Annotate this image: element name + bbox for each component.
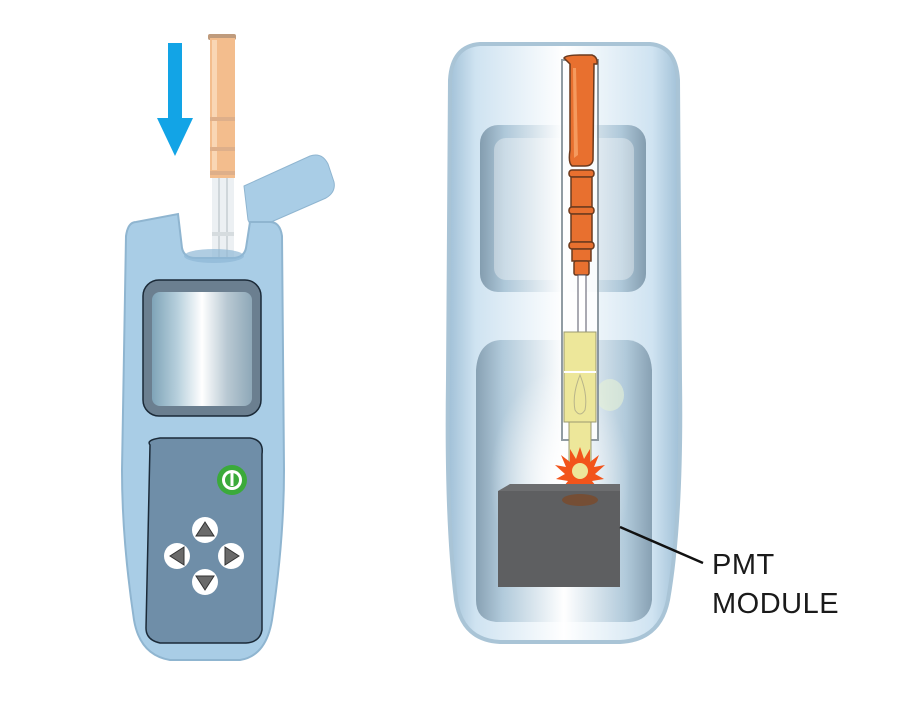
arrow-left-icon xyxy=(169,546,185,566)
arrow-up-icon xyxy=(195,521,215,537)
power-icon xyxy=(230,472,234,486)
nav-down-button[interactable] xyxy=(192,569,218,595)
pmt-module xyxy=(498,484,620,587)
pmt-label-line2: MODULE xyxy=(712,588,840,620)
nav-left-button[interactable] xyxy=(164,543,190,569)
nav-up-button[interactable] xyxy=(192,517,218,543)
light-burst-icon xyxy=(555,447,605,496)
device-screen xyxy=(142,279,262,417)
pmt-label-line1: PMT xyxy=(712,549,775,581)
swab-inserted xyxy=(561,54,599,463)
nav-right-button[interactable] xyxy=(218,543,244,569)
callout-line xyxy=(619,525,704,565)
arrow-down-icon xyxy=(195,575,215,591)
insert-arrow-icon xyxy=(157,43,193,156)
power-button[interactable] xyxy=(217,465,247,495)
swab xyxy=(208,34,236,258)
keypad xyxy=(145,437,263,644)
left-device xyxy=(120,34,335,661)
device-lid xyxy=(243,154,335,228)
arrow-right-icon xyxy=(224,546,240,566)
